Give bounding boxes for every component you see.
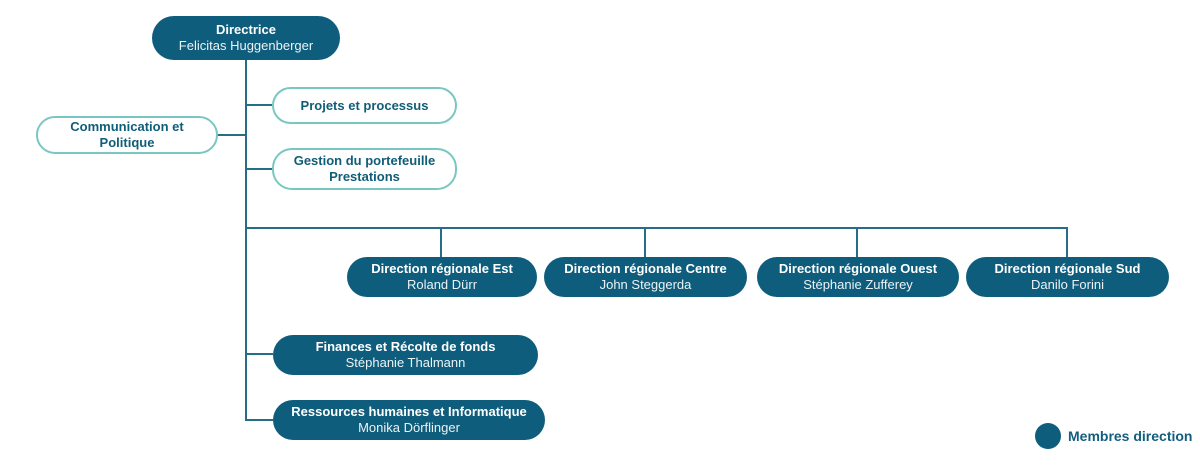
connector-drop-est (440, 229, 442, 257)
node-person: Danilo Forini (1031, 277, 1104, 292)
connector-main-vertical (245, 58, 247, 421)
node-title: Finances et Récolte de fonds (315, 339, 496, 354)
org-node-direction-centre: Direction régionale Centre John Steggerd… (544, 257, 747, 297)
node-title: Direction régionale Sud (994, 261, 1141, 276)
node-title: Direction régionale Ouest (778, 261, 938, 276)
node-title-line2: Prestations (329, 169, 400, 184)
node-person: John Steggerda (599, 277, 692, 292)
connector-projets (247, 104, 272, 106)
legend-label: Membres direction (1068, 428, 1193, 444)
node-person: Roland Dürr (406, 277, 478, 292)
node-person: Felicitas Huggenberger (178, 38, 314, 53)
connector-gestion (247, 168, 272, 170)
connector-finances (247, 353, 273, 355)
node-person: Monika Dörflinger (358, 420, 460, 435)
org-node-communication: Communication et Politique (36, 116, 218, 154)
node-title: Direction régionale Centre (564, 261, 727, 276)
node-title: Direction régionale Est (371, 261, 513, 276)
connector-drop-ouest (856, 229, 858, 257)
org-node-direction-ouest: Direction régionale Ouest Stéphanie Zuff… (757, 257, 959, 297)
org-node-ressources: Ressources humaines et Informatique Moni… (273, 400, 545, 440)
org-node-directrice: Directrice Felicitas Huggenberger (152, 16, 340, 60)
node-title: Directrice (216, 22, 276, 37)
connector-drop-centre (644, 229, 646, 257)
org-node-gestion: Gestion du portefeuille Prestations (272, 148, 457, 190)
connector-drop-sud (1066, 229, 1068, 257)
org-node-direction-sud: Direction régionale Sud Danilo Forini (966, 257, 1169, 297)
org-node-projets: Projets et processus (272, 87, 457, 124)
org-node-direction-est: Direction régionale Est Roland Dürr (347, 257, 537, 297)
node-title: Communication et Politique (70, 119, 184, 150)
legend: Membres direction (1035, 423, 1192, 449)
connector-ressources (247, 419, 273, 421)
connector-regions-horizontal (245, 227, 1068, 229)
node-title: Gestion du portefeuille (293, 153, 436, 168)
node-title: Projets et processus (300, 97, 429, 113)
legend-dot-icon (1035, 423, 1061, 449)
node-title: Ressources humaines et Informatique (291, 404, 527, 419)
node-person: Stéphanie Thalmann (345, 355, 466, 370)
connector-communication (216, 134, 246, 136)
org-node-finances: Finances et Récolte de fonds Stéphanie T… (273, 335, 538, 375)
node-person: Stéphanie Zufferey (803, 277, 913, 292)
